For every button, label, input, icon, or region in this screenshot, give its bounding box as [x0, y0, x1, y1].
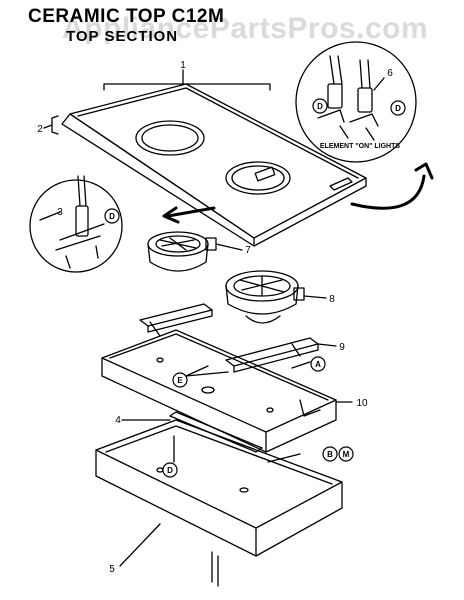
circle-e [172, 372, 188, 388]
heating-element-part-7 [147, 231, 243, 272]
lower-tray-part-5 [95, 411, 343, 587]
left-arrow [166, 206, 216, 218]
letter-m: M [343, 450, 350, 459]
circle-m [338, 446, 354, 462]
detail-circle-left [29, 175, 123, 273]
callout-1: 1 [180, 60, 186, 71]
element-lights-caption: ELEMENT "ON" LIGHTS [320, 143, 400, 150]
ceramic-top-part-1 [61, 83, 367, 247]
circle-d-frame [162, 462, 178, 478]
circle-d-right-2 [390, 100, 406, 116]
letter-b: B [327, 450, 333, 459]
callout-4: 4 [115, 415, 121, 426]
letter-e: E [177, 376, 183, 385]
callout-6: 6 [387, 68, 393, 79]
callout-8: 8 [329, 294, 335, 305]
curved-arrow [350, 174, 426, 210]
callout-2: 2 [37, 124, 43, 135]
letter-a: A [315, 360, 321, 369]
support-bracket-part-9 [139, 303, 337, 373]
circle-d-right-1 [312, 98, 328, 114]
callout-10: 10 [356, 398, 368, 409]
letter-d-right-1: D [317, 102, 323, 111]
circle-b [322, 446, 338, 462]
heating-element-part-8 [225, 270, 327, 324]
letter-d-right-2: D [395, 104, 401, 113]
base-pan-part-10 [101, 329, 353, 453]
watermark: AppliancePartsPros.com [62, 12, 429, 45]
letter-d-left: D [109, 212, 115, 221]
circle-d-left [104, 208, 120, 224]
diagram-title: CERAMIC TOP C12M [28, 6, 225, 27]
circle-a [310, 356, 326, 372]
callout-7: 7 [245, 245, 251, 256]
detail-circle-right [295, 41, 417, 163]
diagram-subtitle: TOP SECTION [66, 28, 179, 45]
letter-d-frame: D [167, 466, 173, 475]
callout-9: 9 [339, 342, 345, 353]
callout-5-leader [119, 523, 161, 567]
callout-5: 5 [109, 564, 115, 575]
callout-1-bracket [103, 83, 271, 91]
callout-3: 3 [57, 207, 63, 218]
